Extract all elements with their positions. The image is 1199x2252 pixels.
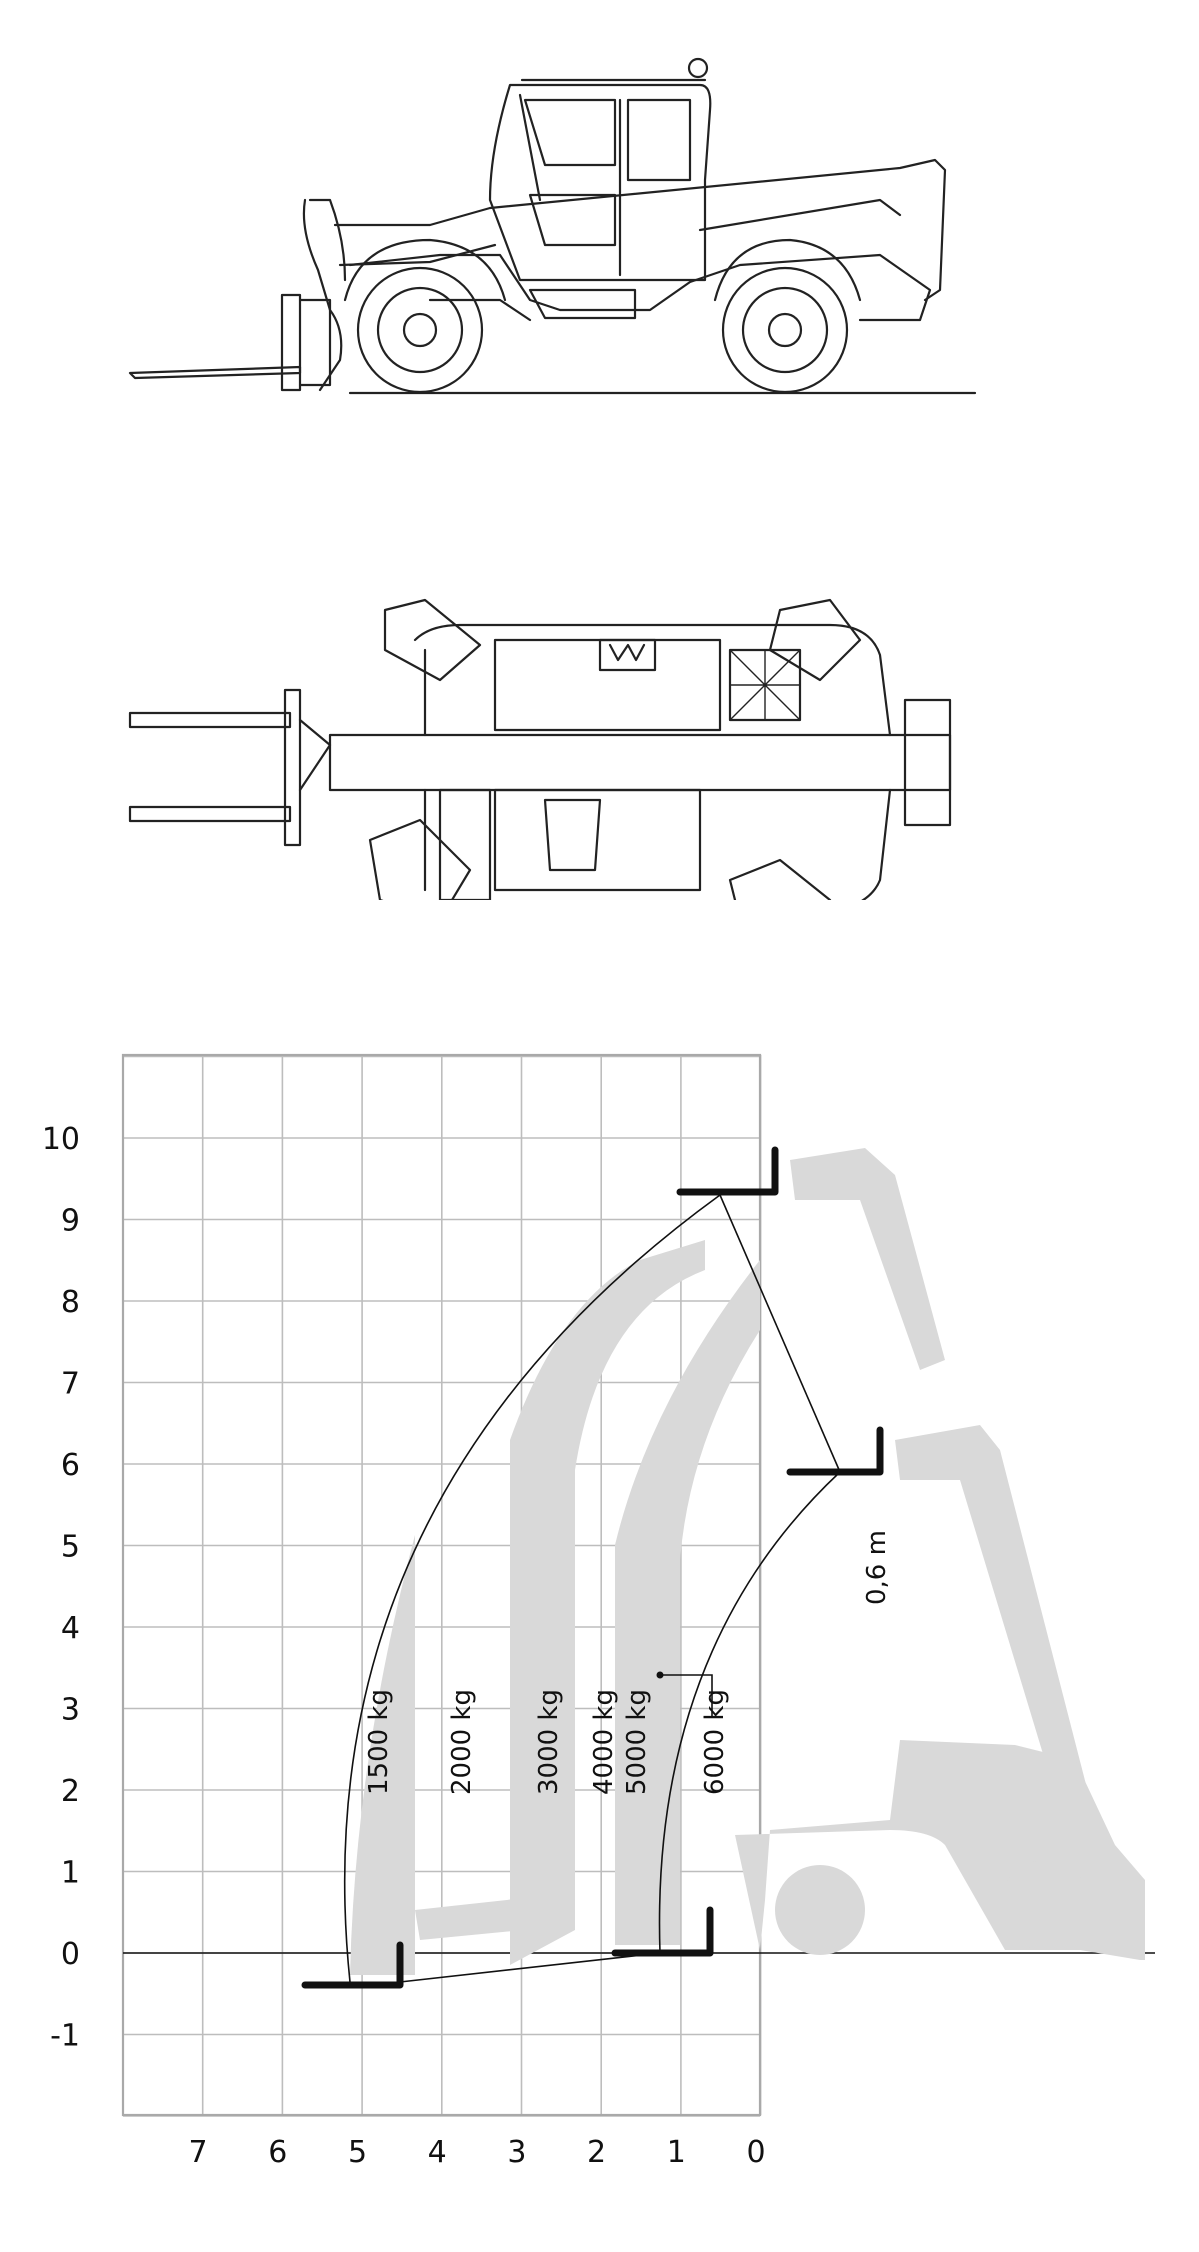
- tyre-front-upper: [383, 598, 482, 682]
- boom-link-lower: [399, 1952, 661, 1983]
- top-cab: [438, 788, 492, 900]
- machine-wheel-front: [775, 1865, 865, 1955]
- top-body: [413, 623, 892, 737]
- side-view-drawing: [128, 57, 977, 395]
- y-tick-label: 3: [61, 1693, 80, 1728]
- y-tick-label: 1: [61, 1856, 80, 1891]
- top-boom: [328, 733, 952, 792]
- y-tick-label: 4: [61, 1611, 80, 1646]
- y-tick-label: -1: [50, 2019, 80, 2054]
- y-tick-label: 9: [61, 1204, 80, 1239]
- machine-silhouettes: [415, 1148, 1145, 1960]
- fork-positions: [301, 1146, 884, 1989]
- load-zone-label: 1500 kg: [364, 1689, 394, 1795]
- x-tick-label: 2: [587, 2135, 606, 2170]
- top-carriage: [283, 688, 302, 847]
- boom-silhouette-mid: [895, 1425, 1090, 1810]
- upper-cover: [493, 638, 722, 732]
- y-tick-label: 10: [42, 1122, 80, 1157]
- tyre-rear-upper: [768, 598, 862, 682]
- tyre-front-lower: [368, 818, 472, 900]
- outer-envelope: [343, 1194, 721, 1983]
- boom-link-upper: [719, 1194, 841, 1473]
- load-zone-band: [615, 1260, 760, 1945]
- tyre-rear-lower: [728, 858, 832, 900]
- x-tick-label: 4: [428, 2135, 447, 2170]
- front-wheel: [356, 266, 484, 394]
- reach-curves: [343, 1194, 841, 1983]
- quick-hitch: [302, 198, 343, 392]
- rear-wheel: [721, 266, 849, 394]
- top-fork-upper: [128, 711, 292, 729]
- x-tick-label: 3: [507, 2135, 526, 2170]
- y-tick-label: 2: [61, 1774, 80, 1809]
- load-zones: [350, 1240, 760, 1975]
- load-zone-label: 2000 kg: [447, 1689, 477, 1795]
- machine-wheel-rear: [1000, 1860, 1090, 1950]
- y-tick-label: 7: [61, 1367, 80, 1402]
- top-view-drawing: [128, 598, 952, 900]
- y-tick-label: 6: [61, 1448, 80, 1483]
- chart-frame: [121, 1053, 762, 2117]
- y-tick-label: 5: [61, 1530, 80, 1565]
- side-fork: [128, 365, 302, 380]
- boom-silhouette-low: [415, 1893, 575, 1940]
- fork-mid: [786, 1426, 884, 1476]
- fork-low-left: [301, 1941, 404, 1989]
- x-tick-label: 1: [667, 2135, 686, 2170]
- load-zone-band: [350, 1535, 415, 1975]
- fork-carriage: [280, 293, 302, 392]
- x-tick-label: 5: [348, 2135, 367, 2170]
- load-zone-label: 3000 kg: [534, 1689, 564, 1795]
- load-zone-label: 4000 kg: [589, 1689, 619, 1795]
- load-zone-label: 5000 kg: [622, 1689, 652, 1795]
- x-tick-label: 0: [746, 2135, 765, 2170]
- top-fork-lower: [128, 805, 292, 823]
- extension-annotation: 0,6 m: [862, 1530, 892, 1605]
- cab: [488, 83, 712, 282]
- y-tick-label: 0: [61, 1937, 80, 1972]
- load-zone-band: [510, 1240, 705, 1965]
- y-tick-label: 8: [61, 1285, 80, 1320]
- load-zone-label: 6000 kg: [700, 1689, 730, 1795]
- inner-envelope: [658, 1471, 841, 1954]
- fork-low-right: [611, 1906, 714, 1957]
- boom-silhouette-high: [790, 1148, 945, 1370]
- fork-top: [676, 1146, 779, 1196]
- x-tick-label: 6: [268, 2135, 287, 2170]
- x-tick-label: 7: [189, 2135, 208, 2170]
- side-boom: [333, 158, 947, 302]
- chassis: [348, 253, 932, 322]
